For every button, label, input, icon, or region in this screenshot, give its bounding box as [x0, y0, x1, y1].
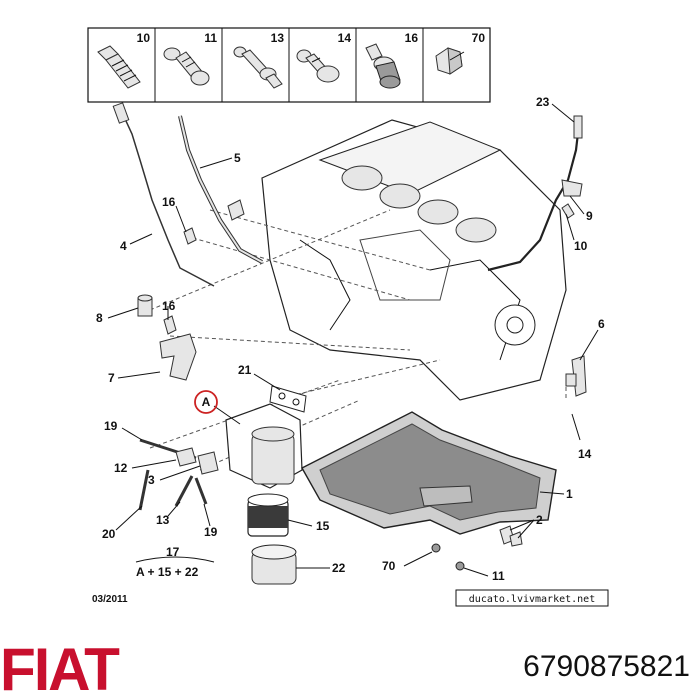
- callout-7: 7: [108, 371, 115, 385]
- bolt-16-upper: [183, 227, 197, 245]
- callout-14: 14: [578, 447, 592, 461]
- header-label-13: 13: [271, 31, 285, 45]
- callout-9: 9: [586, 209, 593, 223]
- detail-ring-A: A: [194, 390, 218, 414]
- bolt-13: [174, 475, 194, 507]
- sensor-12: [175, 447, 197, 467]
- oil-filter-housing: [225, 403, 303, 489]
- callout-19-right: 19: [204, 525, 218, 539]
- callout-10: 10: [574, 239, 588, 253]
- part-number: 6790875821: [523, 650, 690, 683]
- sensor-3: [197, 451, 219, 475]
- header-label-14: 14: [338, 31, 352, 45]
- sleeve-8: [137, 294, 153, 317]
- diagram-date: 03/2011: [92, 594, 128, 605]
- filter-cap-22: [251, 544, 297, 585]
- callout-16-upper: 16: [162, 195, 176, 209]
- header-label-70: 70: [472, 31, 486, 45]
- callout-70: 70: [382, 559, 396, 573]
- watermark: ducato.lvivmarket.net: [455, 589, 609, 607]
- leader-lines: [107, 103, 599, 577]
- callout-A: A: [202, 395, 211, 409]
- engine-block: [261, 119, 567, 401]
- callout-20: 20: [102, 527, 116, 541]
- bracket-9: [561, 179, 583, 197]
- bracket-7: [159, 333, 197, 381]
- header-label-11: 11: [204, 31, 217, 45]
- parts-header-strip: 10 11 13 14 16 70: [87, 27, 491, 103]
- callout-2: 2: [536, 513, 543, 527]
- drain-plug-70: [431, 543, 441, 553]
- callout-22: 22: [332, 561, 346, 575]
- callout-12: 12: [114, 461, 128, 475]
- callout-4: 4: [120, 239, 127, 253]
- callout-21: 21: [238, 363, 252, 377]
- drain-plug-icon: [435, 47, 465, 75]
- bolt-flange-icon: [163, 47, 210, 86]
- callout-13: 13: [156, 513, 170, 527]
- bolt-19-right: [194, 477, 208, 505]
- callout-17: 17: [166, 545, 180, 559]
- formula-17: A + 15 + 22: [136, 565, 199, 579]
- bolt-hex-washer-icon: [365, 43, 401, 89]
- bolt-long-icon: [97, 45, 141, 89]
- bolts-2: [499, 525, 523, 547]
- header-label-10: 10: [137, 31, 151, 45]
- callout-8: 8: [96, 311, 103, 325]
- bolt-short-icon: [296, 49, 340, 83]
- header-label-16: 16: [405, 31, 419, 45]
- fiat-logo-text: FIAT: [0, 636, 119, 700]
- dipstick-tube-5: [178, 115, 263, 264]
- watermark-text: ducato.lvivmarket.net: [469, 594, 595, 605]
- bolt-11-bottom: [455, 561, 465, 571]
- dipstick-23: [487, 115, 583, 272]
- sensor-6: [565, 355, 587, 397]
- bolt-10-small: [561, 203, 575, 219]
- oil-pan-1: [301, 411, 557, 535]
- callout-labels: 23 5 16 9 4 10 8 16 6 7 21 A 19 12 3 14 …: [96, 95, 605, 583]
- bolt-20: [138, 469, 150, 511]
- cable-4: [112, 102, 215, 287]
- callout-19-left: 19: [104, 419, 118, 433]
- bolt-16-lower: [163, 315, 177, 335]
- callout-6: 6: [598, 317, 605, 331]
- callout-11: 11: [492, 569, 505, 583]
- fiat-logo: FIAT: [0, 636, 121, 700]
- callout-23: 23: [536, 95, 550, 109]
- callout-15: 15: [316, 519, 330, 533]
- stud-icon: [233, 46, 283, 89]
- callout-16-lower: 16: [162, 299, 176, 313]
- callout-1: 1: [566, 487, 573, 501]
- callout-5: 5: [234, 151, 241, 165]
- filter-element-15: [247, 493, 289, 537]
- gasket-21: [269, 385, 307, 413]
- callout-3: 3: [148, 473, 155, 487]
